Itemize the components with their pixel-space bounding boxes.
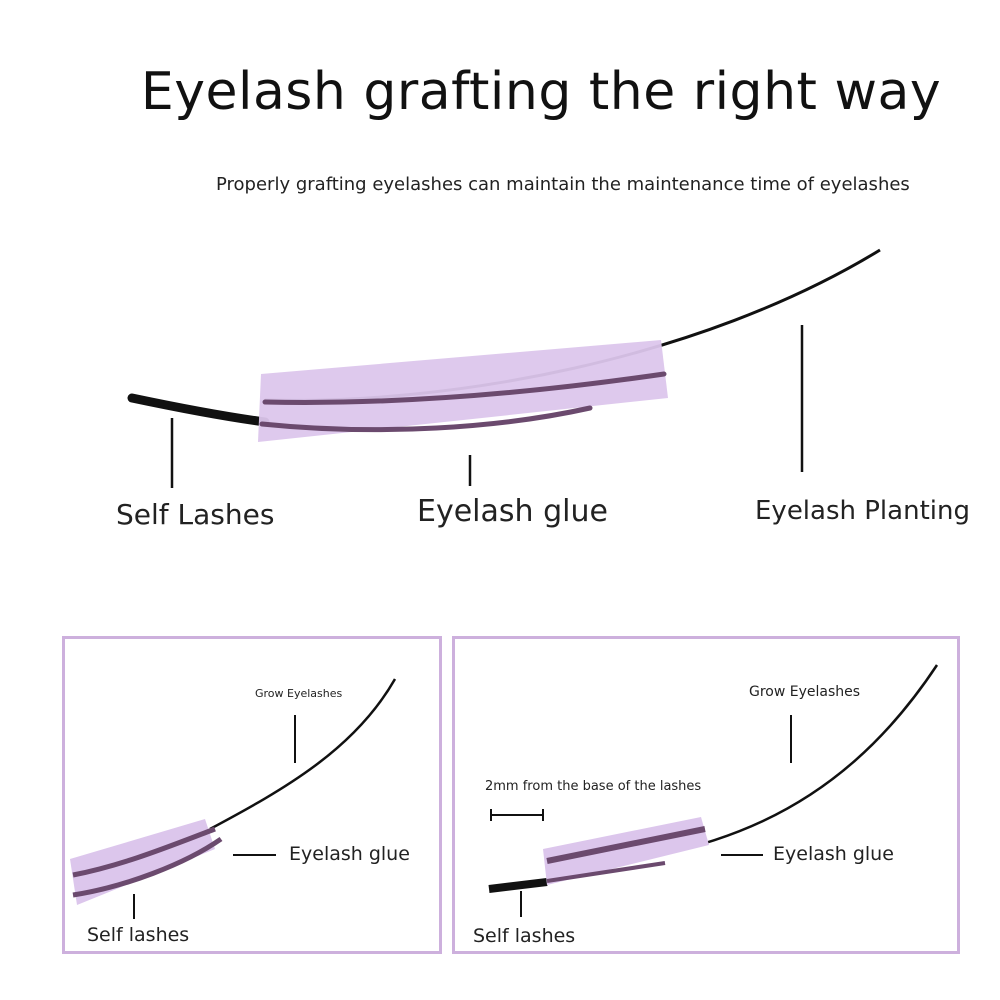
label-self-lashes: Self lashes (87, 924, 189, 946)
label-self-lashes: Self lashes (473, 925, 575, 947)
right-panel-diagram (455, 639, 957, 951)
label-eyelash-glue: Eyelash glue (773, 843, 894, 865)
self-lash (132, 398, 265, 422)
label-eyelash-glue: Eyelash glue (289, 843, 410, 865)
self-lash (489, 882, 547, 889)
label-grow-eyelashes: Grow Eyelashes (749, 684, 860, 700)
panel-right: 2mm from the base of the lashes Grow Eye… (452, 636, 960, 954)
grow-lash (210, 679, 395, 829)
label-self-lashes: Self Lashes (116, 498, 274, 531)
glue-band (543, 817, 709, 885)
label-distance-note: 2mm from the base of the lashes (485, 779, 701, 794)
label-grow-eyelashes: Grow Eyelashes (255, 687, 342, 700)
left-panel-diagram (65, 639, 439, 951)
panel-left: Grow Eyelashes Eyelash glue Self lashes (62, 636, 442, 954)
label-eyelash-glue: Eyelash glue (417, 494, 608, 529)
label-eyelash-planting: Eyelash Planting (755, 496, 970, 526)
